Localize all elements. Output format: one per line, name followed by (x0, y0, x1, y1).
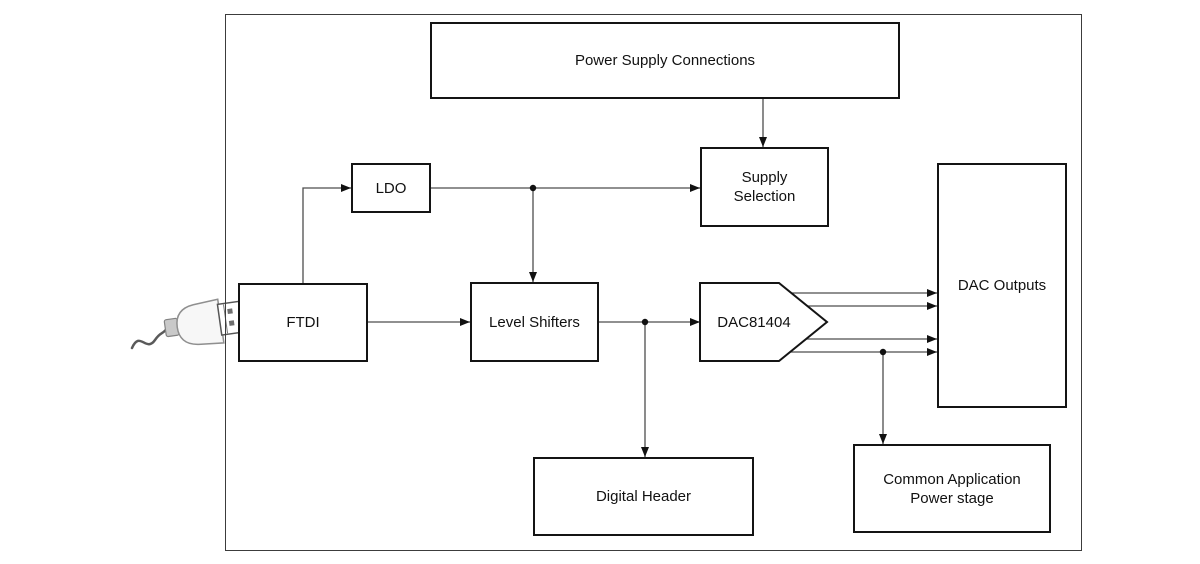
node-label-line2: Power stage (910, 489, 994, 507)
node-label: DAC Outputs (957, 277, 1047, 294)
node-label: DAC81404 (717, 313, 791, 331)
junction-dot (879, 348, 887, 356)
node-ftdi: FTDI (238, 283, 368, 362)
node-supply-selection: Supply Selection (700, 147, 829, 227)
node-ldo: LDO (351, 163, 431, 213)
node-power-supply-connections: Power Supply Connections (430, 22, 900, 99)
node-label: Digital Header (595, 488, 692, 505)
node-label: Power Supply Connections (574, 52, 756, 69)
node-label-line1: Common Application (883, 470, 1021, 488)
node-label-line2: Selection (733, 188, 796, 205)
usb-plug-icon (130, 298, 246, 350)
junction-dot (641, 318, 649, 326)
node-dac81404-label: DAC81404 (702, 283, 806, 361)
node-label: LDO (375, 179, 407, 197)
node-dac81404-shape (699, 282, 829, 362)
node-label-line1: Supply (741, 169, 788, 186)
node-digital-header: Digital Header (533, 457, 754, 536)
junction-dot (529, 184, 537, 192)
wire-ftdi-to-ldo (302, 184, 351, 283)
node-level-shifters: Level Shifters (470, 282, 599, 362)
node-common-application-power-stage: Common Application Power stage (853, 444, 1051, 533)
node-dac-outputs: DAC Outputs (937, 163, 1067, 408)
node-label: Level Shifters (489, 313, 580, 331)
node-label: FTDI (286, 314, 320, 331)
